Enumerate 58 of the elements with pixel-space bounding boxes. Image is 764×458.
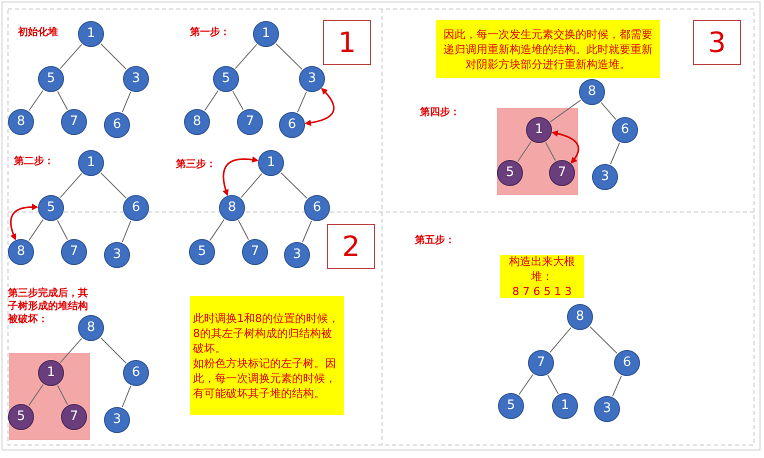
tree-edge-line xyxy=(232,90,244,110)
step-label: 第二步： xyxy=(14,155,55,168)
tree-edge-line xyxy=(518,374,534,396)
tree-edge-line xyxy=(57,90,68,110)
tree-edge-line xyxy=(122,385,132,408)
step-label: 第五步： xyxy=(415,234,456,247)
swap-arrow xyxy=(304,88,335,126)
tree-edge-line xyxy=(56,220,68,240)
highlight-box xyxy=(497,108,578,195)
tree-edge-line xyxy=(302,220,312,243)
tree-edge-line xyxy=(240,173,262,198)
swap-arrow xyxy=(552,130,580,164)
tree-edge-line xyxy=(28,219,44,241)
note-text: 因此，每一次发生元素交换的时候，都需要递归调用重新构造堆的结构。此时就要重新对阴影方块部分进行重新构造堆。 xyxy=(442,26,654,72)
panel-number-box: 3 xyxy=(693,20,741,65)
note-text: 此时调换1和8的位置的时候，8的其左子树构成的归结构被破坏。 xyxy=(193,310,340,356)
highlight-box xyxy=(9,353,90,440)
tree-edge-line xyxy=(238,220,250,240)
tree-edge-line xyxy=(276,43,302,70)
tree-edge-line xyxy=(100,172,127,199)
tree-edge-line xyxy=(100,337,127,364)
swap-arrow xyxy=(10,204,38,240)
swap-arrow xyxy=(222,156,258,196)
tree-edge-line xyxy=(204,90,219,111)
tree-edge-line xyxy=(100,43,127,70)
tree-edge-line xyxy=(545,142,556,162)
note-box xyxy=(190,296,344,415)
tree-edge-line xyxy=(550,100,582,122)
tree-edge-line xyxy=(550,327,572,353)
tree-edge-line xyxy=(547,374,559,394)
step-label: 初始化堆 xyxy=(18,26,59,39)
step-label: 第四步： xyxy=(420,106,461,119)
note-box xyxy=(436,20,660,78)
tree-edge-line xyxy=(590,326,618,354)
tree-edge-line xyxy=(610,142,620,165)
tree-edge-line xyxy=(234,44,258,70)
tree-edge-line xyxy=(600,102,616,120)
panel-number-box: 1 xyxy=(323,20,371,65)
tree-edge-line xyxy=(297,91,307,113)
note-text: 如粉色方块标记的左子树。因此，每一次调换元素的时候，有可能破坏其子堆的结构。 xyxy=(193,356,337,400)
tree-edge-line xyxy=(56,384,68,406)
tree-edge-line xyxy=(280,172,308,199)
tree-edge-line xyxy=(122,91,132,113)
tree-edge-line xyxy=(60,172,82,198)
panel-number-box: 2 xyxy=(327,224,375,269)
step-label: 第一步： xyxy=(190,26,231,39)
note-text: 构造出来大根堆： xyxy=(508,254,576,284)
tree-edge-line xyxy=(209,219,225,241)
tree-edge-line xyxy=(28,384,44,406)
tree-edge-line xyxy=(60,44,82,70)
tree-edge-line xyxy=(612,375,622,397)
note-box xyxy=(500,255,584,298)
note-text: 8 7 6 5 1 3 xyxy=(511,284,573,299)
step-label: 第三步： xyxy=(176,158,217,171)
tree-edge-line xyxy=(60,338,82,364)
tree-edge-line xyxy=(517,141,532,162)
tree-edge-line xyxy=(122,220,132,243)
tree-edge-line xyxy=(28,90,44,112)
